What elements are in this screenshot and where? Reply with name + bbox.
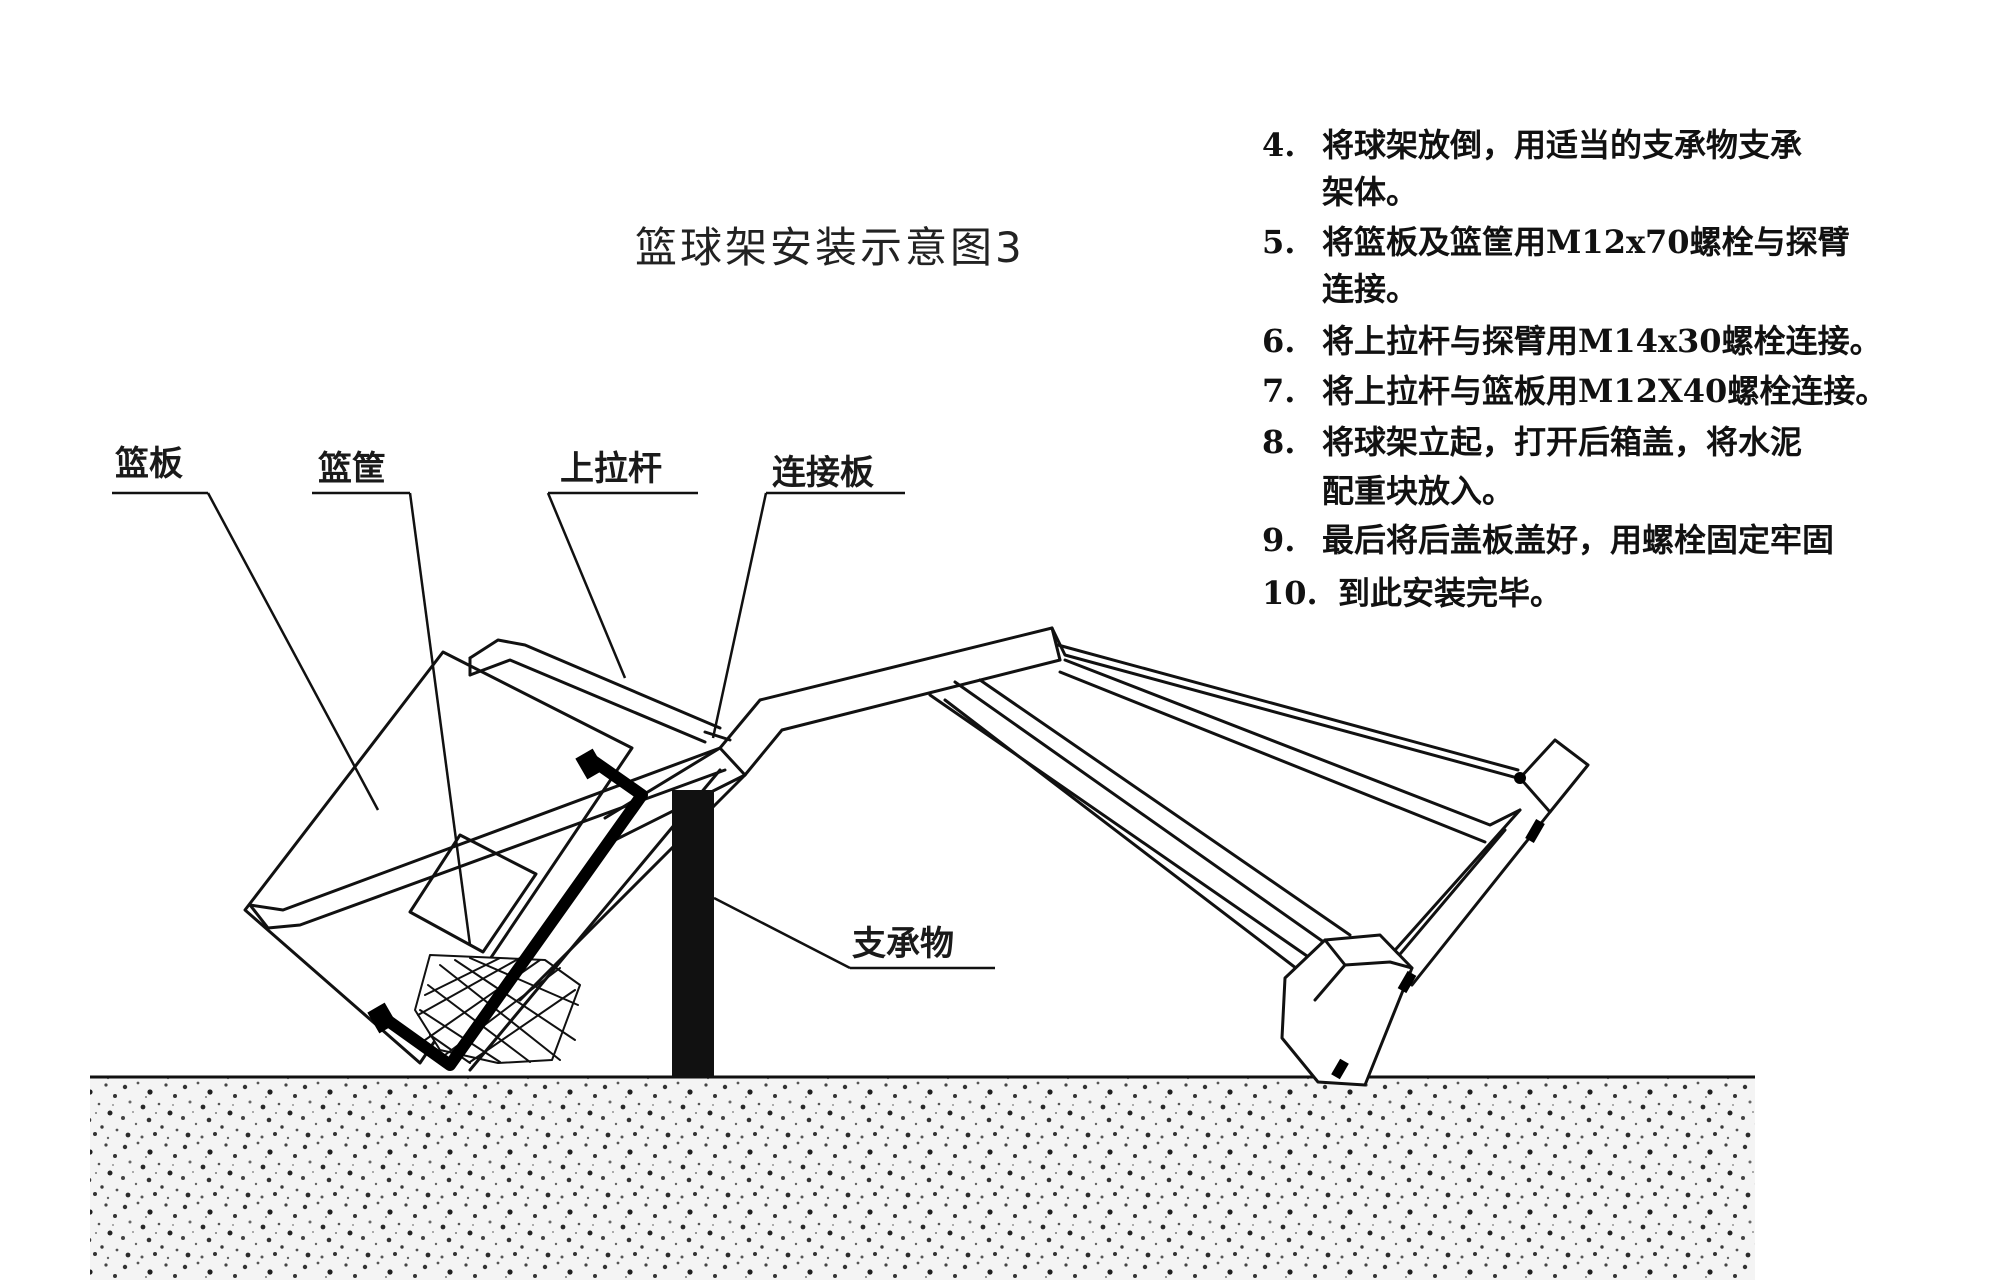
step-8-text: 将球架立起，打开后箱盖，将水泥 — [1322, 423, 1802, 461]
step-5-number: 5. — [1262, 223, 1295, 261]
step-4-number: 4. — [1262, 126, 1295, 164]
connecting-plate-detail — [703, 730, 732, 742]
rear-vertical-arm — [1386, 738, 1590, 987]
extension-arm — [248, 746, 727, 930]
callouts — [112, 491, 995, 970]
rear-frame-bolts — [1331, 772, 1545, 1080]
label-support: 支承物 — [852, 924, 954, 964]
step-9-text: 最后将后盖板盖好，用螺栓固定牢固 — [1322, 521, 1834, 559]
connecting-plate-leader — [711, 492, 768, 739]
upper-rod-leader — [546, 492, 627, 679]
step-9-number: 9. — [1262, 521, 1295, 559]
basket-leader — [408, 492, 472, 946]
counterweight-box — [1280, 933, 1414, 1087]
gravel-ground — [90, 1077, 1755, 1280]
step-7-text: 将上拉杆与篮板用M12X40螺栓连接。 — [1322, 372, 1887, 410]
rear-diagonal-strut — [928, 678, 1352, 977]
step-6-text: 将上拉杆与探臂用M14x30螺栓连接。 — [1322, 322, 1882, 360]
label-basket: 篮筐 — [318, 449, 386, 489]
step-7-number: 7. — [1262, 372, 1295, 410]
label-backboard: 篮板 — [115, 444, 183, 484]
support-post — [672, 790, 714, 1077]
upper-tie-rod — [468, 638, 722, 744]
step-8-text-cont: 配重块放入。 — [1322, 472, 1514, 510]
step-10-number: 10. — [1262, 574, 1318, 612]
mounting-bracket — [374, 754, 648, 1071]
step-6-number: 6. — [1262, 322, 1295, 360]
step-10-text: 到此安装完毕。 — [1338, 574, 1562, 612]
step-4-text: 将球架放倒，用适当的支承物支承 — [1322, 126, 1802, 164]
ground — [90, 1075, 1755, 1280]
backboard — [243, 650, 634, 1065]
basketball-stand — [243, 626, 1590, 1087]
bracket-bolts — [367, 748, 605, 1034]
label-connecting-plate: 连接板 — [772, 453, 874, 493]
basket-square — [408, 833, 538, 954]
step-8-number: 8. — [1262, 423, 1295, 461]
backboard-leader — [206, 492, 380, 811]
basket-net — [414, 954, 581, 1064]
label-upper-rod: 上拉杆 — [560, 449, 662, 489]
installation-steps: 4. 将球架放倒，用适当的支承物支承 架体。 5. 将篮板及篮筐用M12x70螺… — [1262, 126, 1887, 612]
step-4-text-cont: 架体。 — [1322, 173, 1418, 211]
diagram-title: 篮球架安装示意图3 — [635, 223, 1025, 272]
step-5-text-cont: 连接。 — [1322, 270, 1418, 308]
support-leader — [713, 896, 851, 970]
rear-upper-boom — [1050, 626, 1527, 844]
step-5-text: 将篮板及篮筐用M12x70螺栓与探臂 — [1322, 223, 1850, 261]
